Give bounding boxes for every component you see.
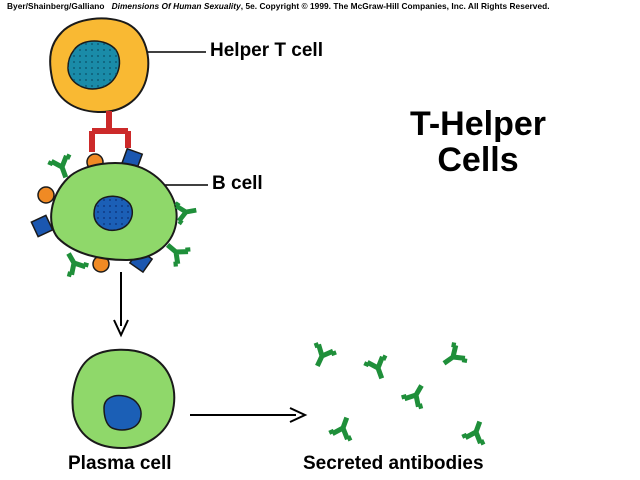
antibody-icon bbox=[438, 343, 467, 372]
antibody-icon bbox=[365, 356, 393, 382]
b-cell bbox=[30, 147, 178, 274]
secreted-antibodies bbox=[307, 343, 490, 444]
plasma-cell-nucleus bbox=[103, 394, 142, 431]
credit-authors: Byer/Shainberg/Galliano bbox=[7, 1, 105, 11]
title-line-2: Cells bbox=[437, 141, 519, 179]
plasma-cell-label: Plasma cell bbox=[68, 453, 172, 474]
b-cell-label: B cell bbox=[212, 173, 263, 194]
diagram-title: T-Helper Cells bbox=[388, 106, 568, 178]
title-line-1: T-Helper bbox=[409, 105, 547, 143]
t-cell-receptor bbox=[89, 111, 131, 152]
credit-rest: , 5e. Copyright © 1999. The McGraw-Hill … bbox=[240, 1, 550, 11]
copyright-credit: Byer/Shainberg/Galliano Dimensions Of Hu… bbox=[7, 1, 550, 11]
surface-marker bbox=[30, 214, 54, 238]
antibody-icon bbox=[330, 414, 358, 440]
antibody-icon bbox=[463, 418, 491, 444]
helper-t-cell-label: Helper T cell bbox=[210, 40, 323, 61]
antibody-icon bbox=[307, 343, 335, 370]
helper-t-cell bbox=[49, 17, 150, 114]
antibody-icon bbox=[402, 380, 431, 408]
antibody-icon bbox=[176, 200, 198, 224]
antigen bbox=[37, 186, 55, 204]
plasma-cell bbox=[71, 348, 176, 450]
secreted-antibodies-label: Secreted antibodies bbox=[303, 453, 484, 474]
credit-book-title: Dimensions Of Human Sexuality bbox=[111, 1, 241, 11]
